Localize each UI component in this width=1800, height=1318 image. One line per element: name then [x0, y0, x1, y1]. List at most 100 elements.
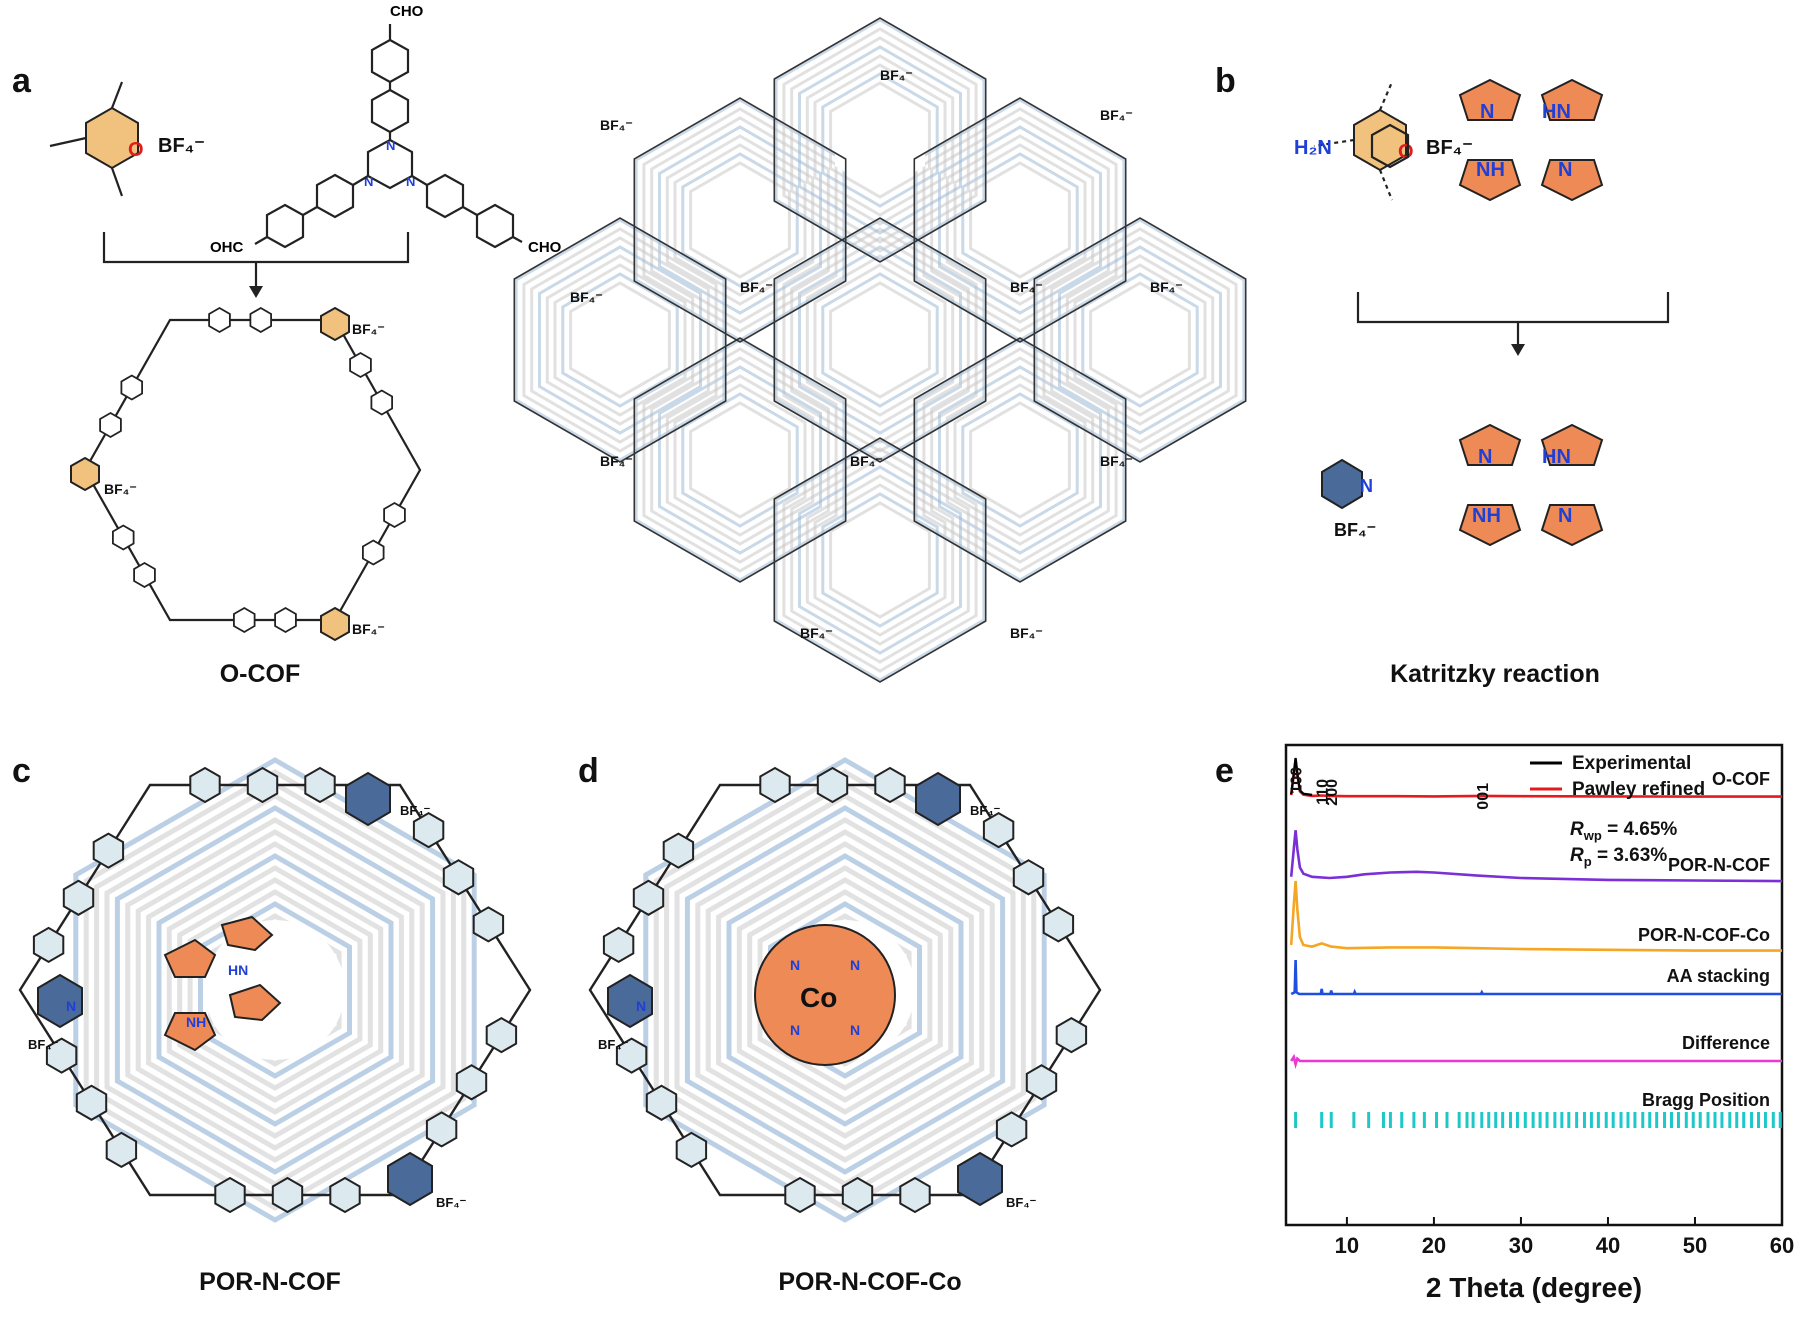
svg-text:BF₄⁻: BF₄⁻: [570, 289, 603, 305]
series-label: POR-N-COF: [1668, 855, 1770, 875]
svg-text:N: N: [66, 998, 76, 1014]
amino-porphyrin: H₂N N HN NH N: [1294, 78, 1604, 202]
svg-text:BF₄⁻: BF₄⁻: [598, 1037, 629, 1052]
panel-letter-b: b: [1215, 62, 1236, 100]
svg-text:BF₄⁻: BF₄⁻: [1006, 1195, 1037, 1210]
svg-text:N: N: [364, 174, 373, 189]
reaction-bracket-a: [102, 232, 410, 298]
panel-letter-d: d: [578, 752, 599, 790]
x-tick-label: 10: [1335, 1233, 1359, 1258]
x-tick-label: 40: [1596, 1233, 1620, 1258]
svg-text:BF₄⁻: BF₄⁻: [352, 621, 385, 637]
svg-text:BF₄⁻: BF₄⁻: [970, 803, 1001, 818]
triazine-aldehyde: N N N CHO OHC CHO: [210, 3, 562, 256]
svg-text:NH: NH: [1476, 159, 1505, 181]
pxrd-chart: 10 20 30 40 50 60 O-COF POR-N-COF POR-N-COF-CoA…: [1284, 743, 1794, 1303]
svg-text:NH: NH: [186, 1014, 206, 1030]
svg-text:BF₄⁻: BF₄⁻: [800, 625, 833, 641]
rp-annotation: Rp = 3.63%: [1570, 845, 1667, 869]
svg-text:H₂N: H₂N: [1294, 137, 1332, 159]
svg-text:N: N: [1480, 101, 1494, 123]
peak-label: 100: [1289, 767, 1306, 794]
svg-text:BF₄⁻: BF₄⁻: [1426, 137, 1473, 159]
series-label: Difference: [1682, 1033, 1770, 1053]
plot-frame: [1284, 743, 1784, 1227]
pyrylium-ring-b: O BF₄⁻: [1313, 81, 1473, 201]
series-label: POR-N-COF-Co: [1638, 925, 1770, 945]
caption-katritzky: Katritzky reaction: [1390, 660, 1600, 688]
svg-text:BF₄⁻: BF₄⁻: [1100, 107, 1133, 123]
x-tick-label: 30: [1509, 1233, 1533, 1258]
cho-right-label: CHO: [528, 239, 562, 256]
pyrylium-bf4-label: BF₄⁻: [158, 135, 205, 157]
rwp-annotation: Rwp = 4.65%: [1570, 819, 1677, 843]
panel-letter-c: c: [12, 752, 31, 790]
legend-label: Experimental: [1572, 753, 1691, 774]
svg-text:BF₄⁻: BF₄⁻: [1100, 453, 1133, 469]
series-line-por-n-cof: [1289, 830, 1783, 883]
svg-text:BF₄⁻: BF₄⁻: [436, 1195, 467, 1210]
svg-text:BF₄⁻: BF₄⁻: [740, 279, 773, 295]
svg-text:N: N: [386, 138, 395, 153]
svg-text:BF₄⁻: BF₄⁻: [1010, 625, 1043, 641]
peak-label: 001: [1475, 783, 1492, 810]
x-tick-label: 20: [1422, 1233, 1446, 1258]
o-cof-hexagon: BF₄⁻ BF₄⁻ BF₄⁻: [70, 306, 422, 642]
series-label: O-COF: [1712, 769, 1770, 789]
panel-d-structure: Co N N N N N BF₄⁻ BF₄⁻ BF₄⁻: [588, 757, 1102, 1223]
svg-text:BF₄⁻: BF₄⁻: [400, 803, 431, 818]
svg-text:HN: HN: [1542, 101, 1571, 123]
panel-b-scheme: O BF₄⁻ H₂N N HN NH N N BF₄⁻ N HN NH N: [1294, 78, 1670, 547]
x-tick-label: 60: [1770, 1233, 1794, 1258]
peak-label: 110: [1315, 779, 1332, 805]
svg-text:N: N: [1478, 446, 1492, 468]
series-line-aa-stacking: [1290, 959, 1782, 996]
svg-text:N: N: [1558, 505, 1572, 527]
svg-text:HN: HN: [228, 962, 248, 978]
co-label: Co: [800, 982, 837, 1013]
svg-text:N: N: [636, 998, 646, 1014]
panel-letter-a: a: [12, 62, 31, 100]
svg-text:BF₄⁻: BF₄⁻: [1334, 520, 1376, 540]
pyridinium-porphyrin: N BF₄⁻ N HN NH N: [1321, 423, 1604, 547]
svg-text:O: O: [1398, 141, 1414, 163]
ohc-label: OHC: [210, 239, 244, 256]
svg-text:BF₄⁻: BF₄⁻: [600, 117, 633, 133]
svg-text:HN: HN: [1542, 446, 1571, 468]
svg-text:N: N: [850, 1022, 860, 1038]
caption-o-cof: O-COF: [219, 660, 301, 688]
x-axis-label: 2 Theta (degree): [1426, 1272, 1642, 1303]
pyrylium-o-label: O: [128, 139, 144, 161]
svg-text:N: N: [1558, 159, 1572, 181]
bragg-label: Bragg Position: [1642, 1090, 1770, 1110]
svg-text:N: N: [1360, 476, 1373, 496]
panel-c-structure: HN NH N BF₄⁻ BF₄⁻ BF₄⁻: [18, 757, 532, 1223]
svg-text:N: N: [406, 174, 415, 189]
svg-text:N: N: [850, 957, 860, 973]
series-line-por-n-cof-co: [1289, 880, 1782, 952]
cho-top-label: CHO: [390, 3, 424, 20]
svg-text:BF₄⁻: BF₄⁻: [28, 1037, 59, 1052]
caption-por-n-cof: POR-N-COF: [199, 1268, 341, 1296]
x-tick-label: 50: [1683, 1233, 1707, 1258]
svg-text:BF₄⁻: BF₄⁻: [850, 453, 883, 469]
o-cof-3d-structure: BF₄⁻ BF₄⁻ BF₄⁻ BF₄⁻ BF₄⁻ BF₄⁻ BF₄⁻ BF₄⁻ …: [513, 17, 1247, 683]
svg-text:BF₄⁻: BF₄⁻: [1150, 279, 1183, 295]
series-line-difference: [1290, 1053, 1782, 1070]
svg-text:BF₄⁻: BF₄⁻: [880, 67, 913, 83]
reaction-bracket-b: [1356, 292, 1670, 356]
pyrylium-ring: O BF₄⁻: [49, 81, 205, 197]
series-label: AA stacking: [1667, 966, 1770, 986]
peak-label: 200: [1324, 779, 1341, 806]
legend-label: Pawley refined: [1572, 779, 1705, 800]
svg-text:BF₄⁻: BF₄⁻: [352, 321, 385, 337]
experimental-trace: [1290, 757, 1313, 796]
caption-por-n-cof-co: POR-N-COF-Co: [778, 1268, 962, 1296]
svg-text:NH: NH: [1472, 505, 1501, 527]
svg-text:N: N: [790, 957, 800, 973]
svg-text:N: N: [790, 1022, 800, 1038]
panel-letter-e: e: [1215, 752, 1234, 790]
svg-text:BF₄⁻: BF₄⁻: [600, 453, 633, 469]
series-line-o-cof: [1289, 758, 1782, 798]
